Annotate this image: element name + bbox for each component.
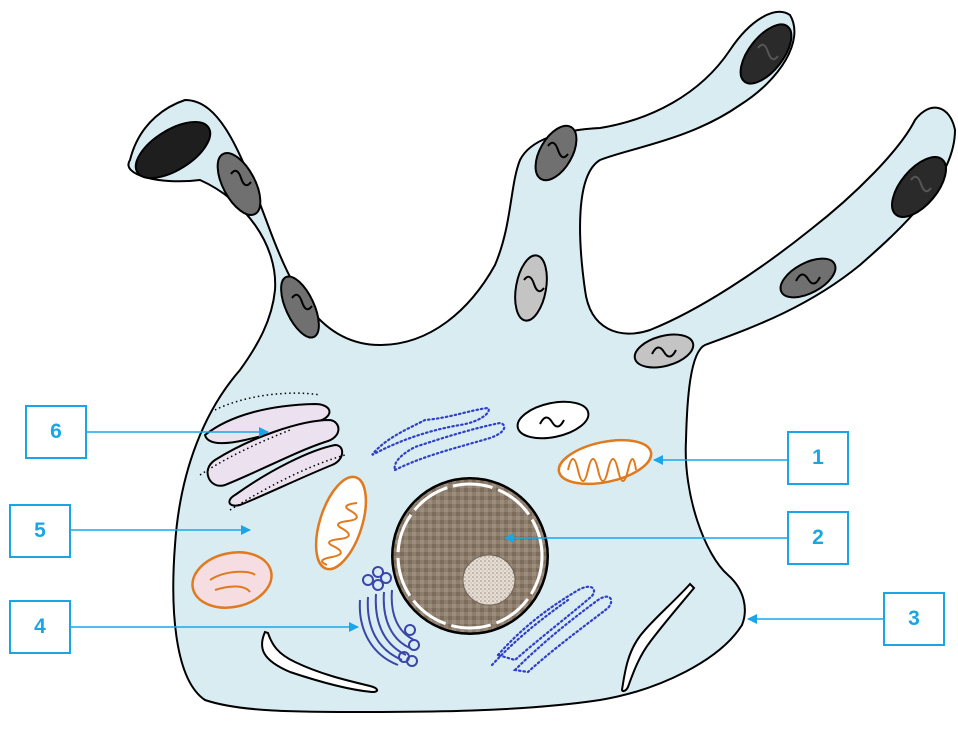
label-5-text: 5 <box>34 519 46 543</box>
label-5: 5 <box>9 504 71 558</box>
label-4-text: 4 <box>34 615 46 639</box>
label-2-text: 2 <box>812 526 824 550</box>
label-6: 6 <box>25 405 87 459</box>
label-1-text: 1 <box>812 446 824 470</box>
cell-membrane <box>128 12 955 712</box>
label-4: 4 <box>9 600 71 654</box>
label-3: 3 <box>883 592 945 646</box>
nucleolus <box>463 555 515 605</box>
label-6-text: 6 <box>50 420 62 444</box>
label-2: 2 <box>787 511 849 565</box>
label-1: 1 <box>787 431 849 485</box>
label-3-text: 3 <box>908 607 920 631</box>
nucleus <box>392 478 548 634</box>
